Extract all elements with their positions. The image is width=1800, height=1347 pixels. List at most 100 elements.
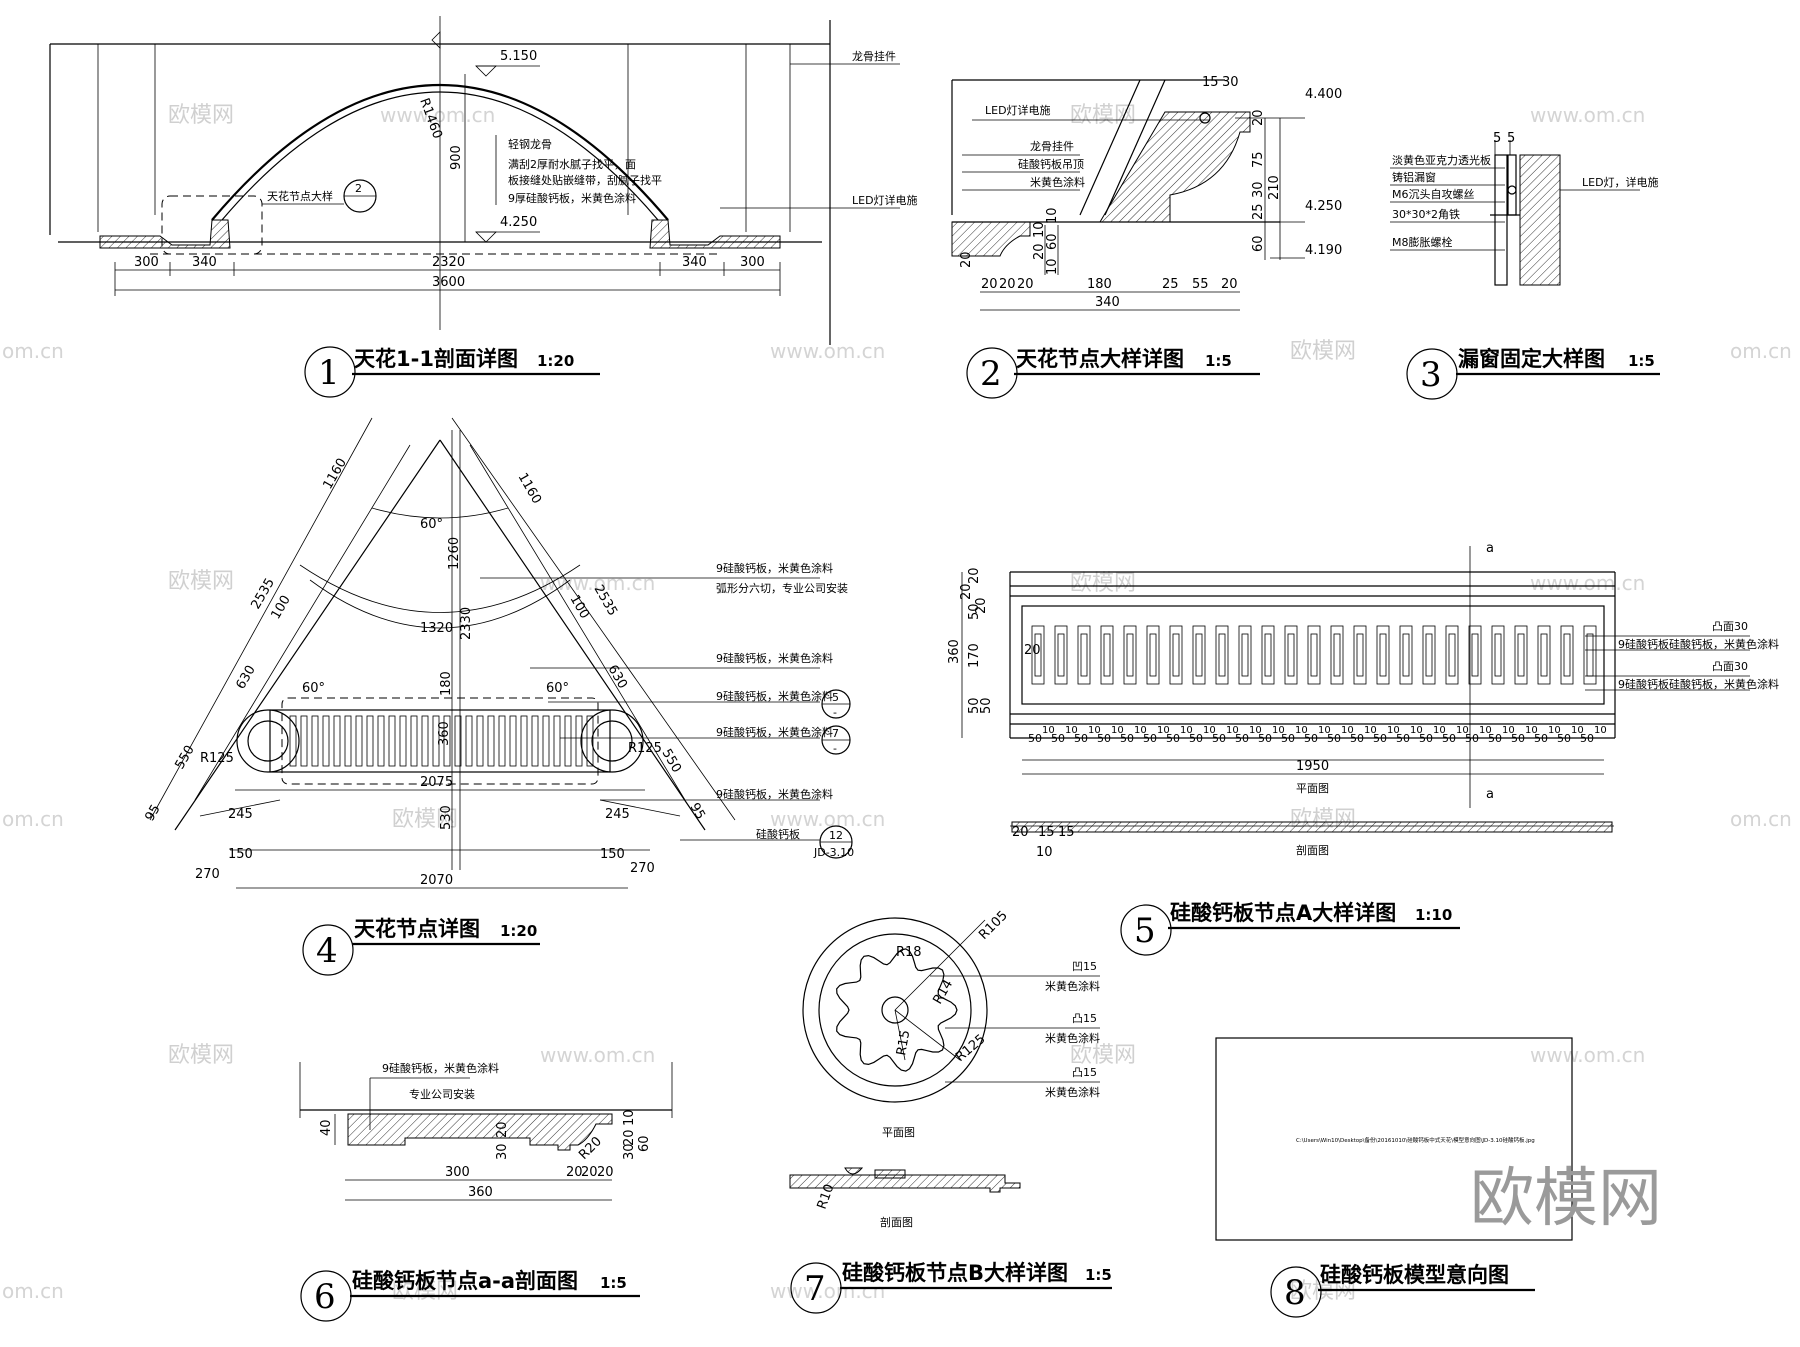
slat-inner [1586,633,1594,677]
unit-dim: 50 [1051,732,1065,745]
unit-dim: 10 [1134,725,1147,736]
unit-dims: 5010501050105010501050105010501050105010… [1028,725,1607,745]
title-num-4: 4 [316,931,338,971]
unit-dim: 10 [1226,725,1239,736]
title-5: 硅酸钙板节点A大样详图 [1170,901,1396,925]
title-num-6: 6 [314,1277,336,1317]
dim: 20 [495,1121,510,1138]
watermark-url: www.om.cn [540,571,655,595]
note: 专业公司安装 [409,1087,475,1101]
unit-dim: 10 [1088,725,1101,736]
dim: 25 [1251,203,1266,220]
title-num-8: 8 [1284,1273,1306,1313]
unit-dim: 10 [1525,725,1538,736]
slat-inner [1379,633,1387,677]
section-label: 剖面图 [1296,843,1329,857]
detail-8-model-image: C:\Users\Win10\Desktop\备份\20161010\硅酸钙板中… [1215,1037,1662,1318]
watermark-url: www.om.cn [770,1279,885,1303]
unit-dim: 50 [1258,732,1272,745]
dim: 180 [439,671,454,696]
watermark-cn: 欧模网 [1070,1043,1136,1068]
scale-6: 1:5 [600,1274,627,1292]
grille-slot [575,715,583,767]
grille-slot [465,715,473,767]
slat [1537,625,1551,685]
unit-dim: 10 [1111,725,1124,736]
note: 9硅酸钙板，米黄色涂料 [716,651,833,665]
unit-dim: 50 [1580,732,1594,745]
dim: 30 [1222,75,1239,90]
scale-2: 1:5 [1205,352,1232,370]
grille-slot [421,715,429,767]
elev-bot: 4.250 [500,215,537,230]
note: 9硅酸钙板硅酸钙板，米黄色涂料 [1618,677,1779,691]
slat-inner [1034,633,1042,677]
unit-dim: 50 [1189,732,1203,745]
note: 9硅酸钙板，米黄色涂料 [716,725,833,739]
title-4: 天花节点详图 [354,917,480,941]
slat-inner [1103,633,1111,677]
slat [1491,625,1505,685]
dim: 170 [967,643,982,668]
slat [1284,625,1298,685]
unit-dim: 10 [1433,725,1446,736]
watermark-logo: 欧模网 [1470,1162,1662,1236]
watermark-cn: 欧模网 [168,103,234,128]
title-3: 漏窗固定大样图 [1458,347,1605,371]
note: 凸面30 [1712,620,1748,633]
unit-dim: 50 [1166,732,1180,745]
grille-slot [542,715,550,767]
unit-dim: 10 [1364,725,1377,736]
image-path: C:\Users\Win10\Desktop\备份\20161010\硅酸钙板中… [1296,1136,1535,1144]
label: LED灯，详电施 [1582,175,1659,189]
slat [1560,625,1574,685]
dim: 180 [1087,277,1112,292]
dim: 60 [637,1135,652,1152]
dim: 340 [192,255,217,270]
note-1: 轻钢龙骨 [508,137,552,151]
slat [1261,625,1275,685]
label: 铸铝漏窗 [1392,170,1436,184]
dim: 300 [740,255,765,270]
watermark-cn: 欧模网 [392,1279,458,1304]
dim: 25 [1162,277,1179,292]
slat [1376,625,1390,685]
unit-dim: 50 [1465,732,1479,745]
note: 9硅酸钙板，米黄色涂料 [716,561,833,575]
watermark-url: www.om.cn [770,339,885,363]
dim: 5 [1493,131,1501,146]
dim: 20 [981,277,998,292]
unit-dim: 10 [1295,725,1308,736]
dim: 95 [142,802,163,824]
dim: 360 [468,1185,493,1200]
dim: 20 [1251,109,1266,126]
ref: - [833,742,837,755]
slat [1054,625,1068,685]
dim: 20 [1221,277,1238,292]
unit-dim: 10 [1249,725,1262,736]
dim: 20 [959,583,974,600]
note: 米黄色涂料 [1045,1085,1100,1099]
note: 硅酸钙板 [756,827,800,841]
detail-5-board-node-a: a a 20 20 20 50 170 50 50 360 20 5010501… [947,541,1779,956]
title-6: 硅酸钙板节点a-a剖面图 [352,1269,578,1293]
slat [1399,625,1413,685]
slat-inner [1448,633,1456,677]
dim: 1160 [320,456,350,492]
note: 凸15 [1072,1012,1097,1025]
slat-inner [1517,633,1525,677]
watermark-url: om.cn [2,1279,64,1303]
slat-inner [1471,633,1479,677]
section-mark: a [1486,787,1494,802]
unit-dim: 10 [1456,725,1469,736]
dim: 95 [687,801,708,823]
note: 弧形分六切，专业公司安装 [716,581,848,595]
dim: 10 [1045,207,1060,224]
title-num-3: 3 [1420,355,1442,395]
note: 9硅酸钙板硅酸钙板，米黄色涂料 [1618,637,1779,651]
elev-top: 5.150 [500,49,537,64]
dim: 270 [630,861,655,876]
dim: 50 [979,697,994,714]
grille-slot [311,715,319,767]
